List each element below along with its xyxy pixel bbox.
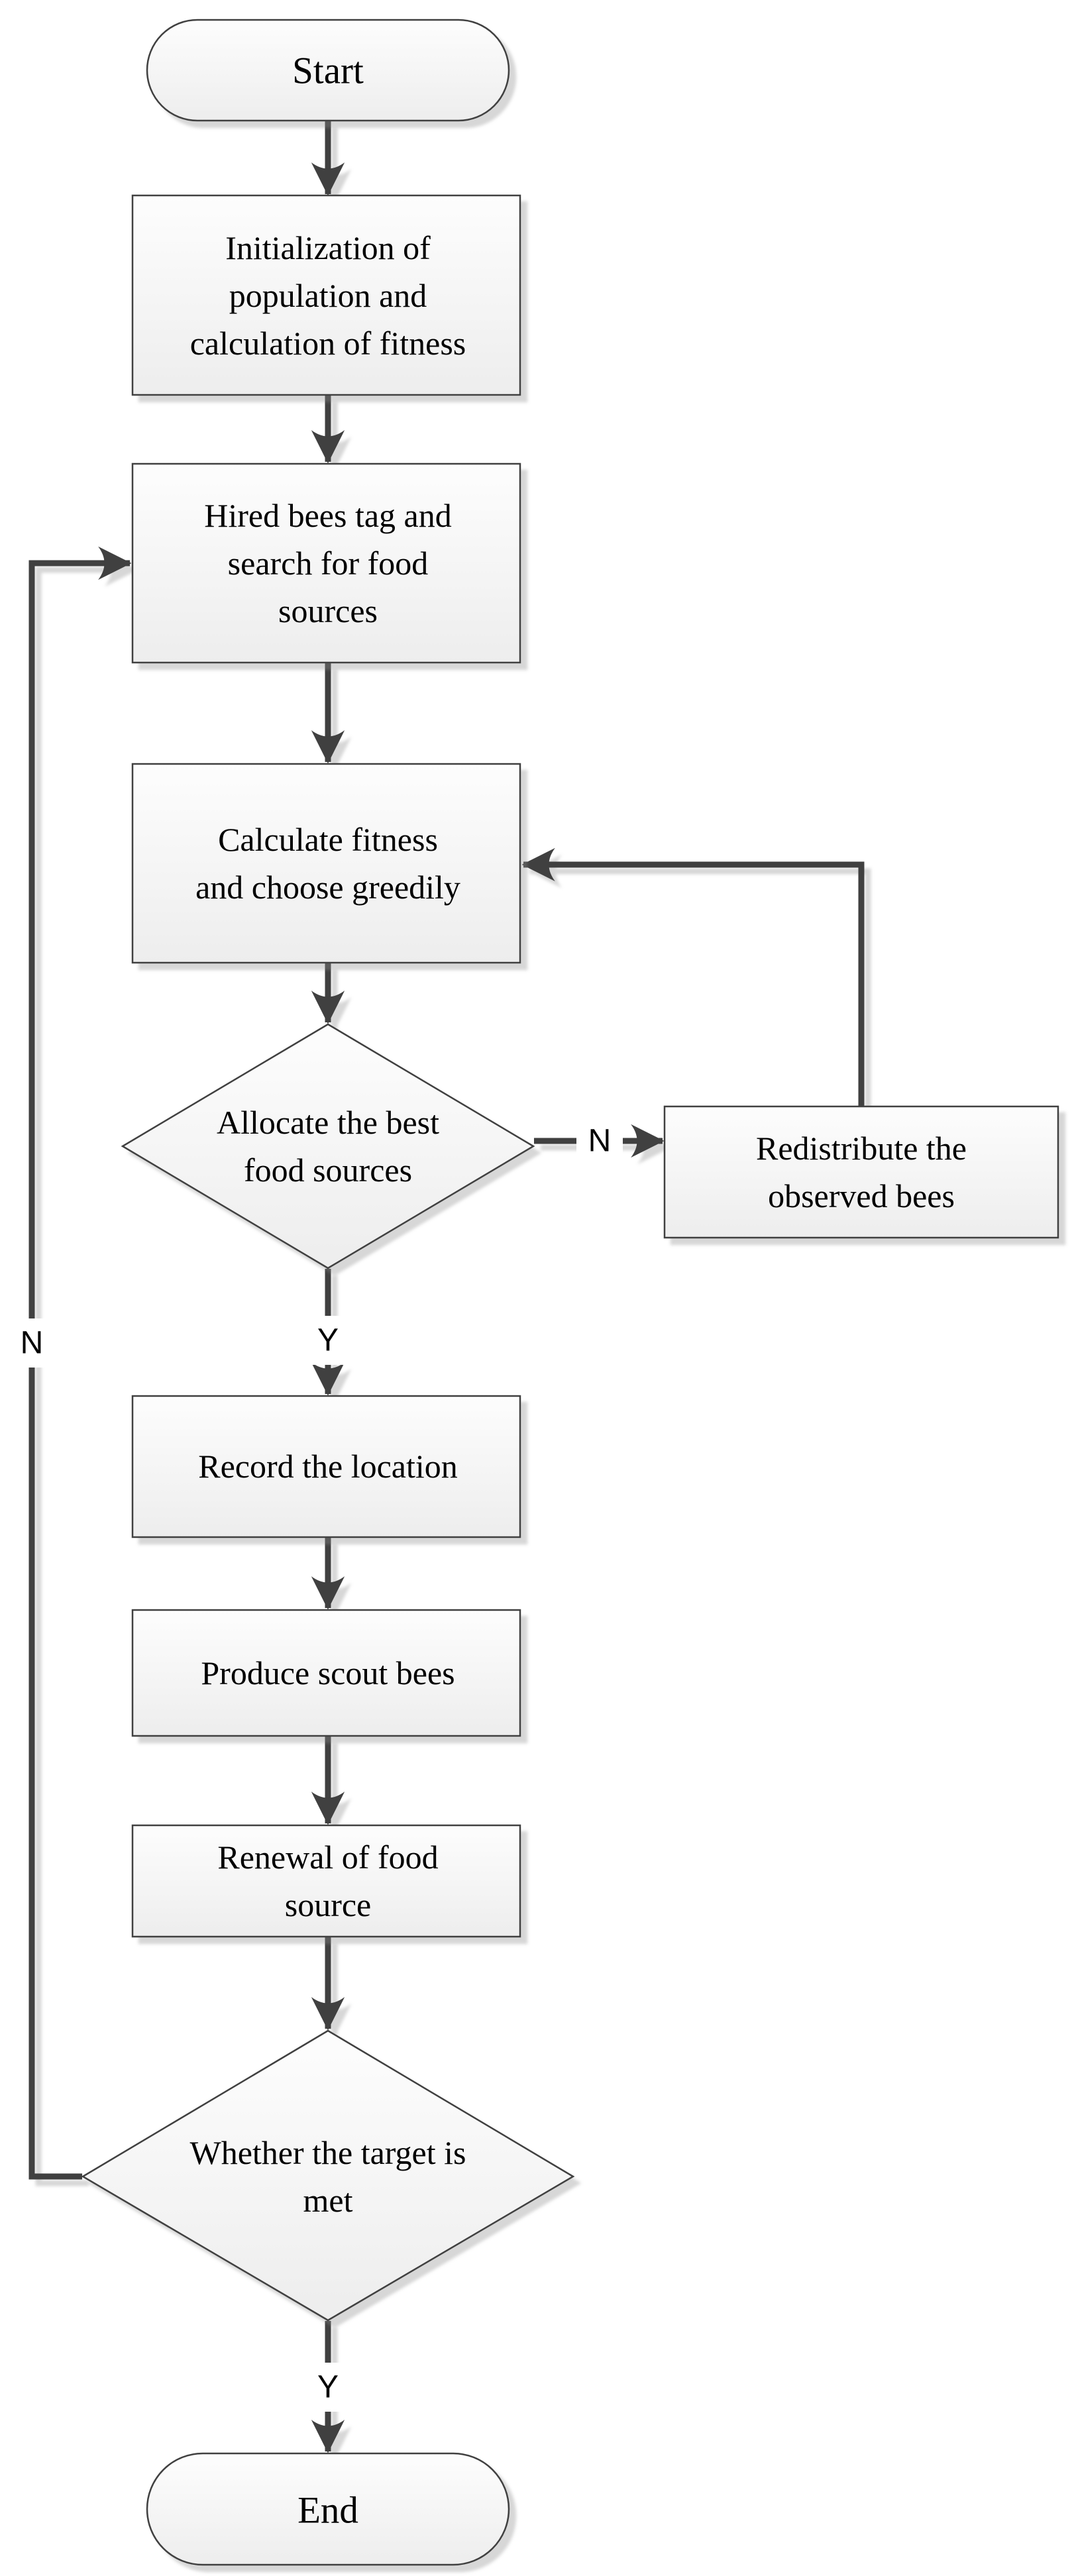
renewal-label-line2: source xyxy=(285,1886,372,1923)
node-end: End xyxy=(146,2452,510,2566)
node-initialization: Initialization of population and calcula… xyxy=(131,194,521,396)
target-yes-label-bg xyxy=(306,2363,350,2412)
end-label: End xyxy=(297,2490,358,2532)
calculate-fitness-label-line2: and choose greedily xyxy=(195,869,460,906)
target-label-line1: Whether the target is xyxy=(190,2134,466,2171)
edge-labels: N Y N Y xyxy=(9,1116,623,2412)
allocate-yes-label: Y xyxy=(317,1323,339,1358)
node-allocate-decision: Allocate the best food sources xyxy=(121,1023,535,1269)
allocate-yes-label-bg xyxy=(306,1316,350,1365)
redistribute-process-shape xyxy=(663,1105,1059,1239)
target-label-line2: met xyxy=(303,2182,353,2219)
allocate-decision-shape xyxy=(121,1023,535,1269)
node-redistribute: Redistribute the observed bees xyxy=(663,1105,1059,1239)
allocate-label-line2: food sources xyxy=(244,1152,412,1189)
target-no-label-bg xyxy=(9,1318,54,1368)
target-decision-shape xyxy=(81,2029,575,2322)
calculate-fitness-process-shape xyxy=(131,763,521,964)
target-no-label: N xyxy=(21,1326,44,1361)
initialization-process-shape xyxy=(131,194,521,396)
node-produce-scout-bees: Produce scout bees xyxy=(131,1609,521,1737)
redistribute-label-line2: observed bees xyxy=(768,1177,955,1214)
node-record-location: Record the location xyxy=(131,1395,521,1538)
initialization-label-line2: population and xyxy=(229,277,427,314)
hired-bees-label-line3: sources xyxy=(278,592,378,629)
node-start: Start xyxy=(146,19,510,122)
record-location-process-shape xyxy=(131,1395,521,1538)
initialization-label-line1: Initialization of xyxy=(225,229,431,266)
allocate-label-line1: Allocate the best xyxy=(217,1104,439,1141)
redistribute-label-line1: Redistribute the xyxy=(756,1130,967,1167)
node-renewal: Renewal of food source xyxy=(131,1824,521,1938)
renewal-process-shape xyxy=(131,1824,521,1938)
record-location-label: Record the location xyxy=(198,1448,458,1485)
hired-bees-label-line2: search for food xyxy=(228,545,429,582)
calculate-fitness-label-line1: Calculate fitness xyxy=(218,821,438,858)
hired-bees-process-shape xyxy=(131,462,521,664)
allocate-no-label: N xyxy=(588,1124,612,1159)
start-terminator-shape xyxy=(146,19,510,122)
edge-redistribute-to-calc xyxy=(521,847,865,1106)
end-terminator-shape xyxy=(146,2452,510,2566)
start-label: Start xyxy=(292,50,364,92)
produce-scout-bees-label: Produce scout bees xyxy=(201,1654,455,1691)
node-target-decision: Whether the target is met xyxy=(81,2029,575,2322)
edge-target-no-to-hired xyxy=(28,546,132,2180)
hired-bees-label-line1: Hired bees tag and xyxy=(204,497,451,534)
node-hired-bees: Hired bees tag and search for food sourc… xyxy=(131,462,521,664)
allocate-no-label-bg xyxy=(576,1116,623,1166)
target-yes-label: Y xyxy=(317,2370,339,2405)
initialization-label-line3: calculation of fitness xyxy=(190,325,466,362)
produce-scout-bees-process-shape xyxy=(131,1609,521,1737)
renewal-label-line1: Renewal of food xyxy=(217,1839,438,1876)
node-calculate-fitness: Calculate fitness and choose greedily xyxy=(131,763,521,964)
